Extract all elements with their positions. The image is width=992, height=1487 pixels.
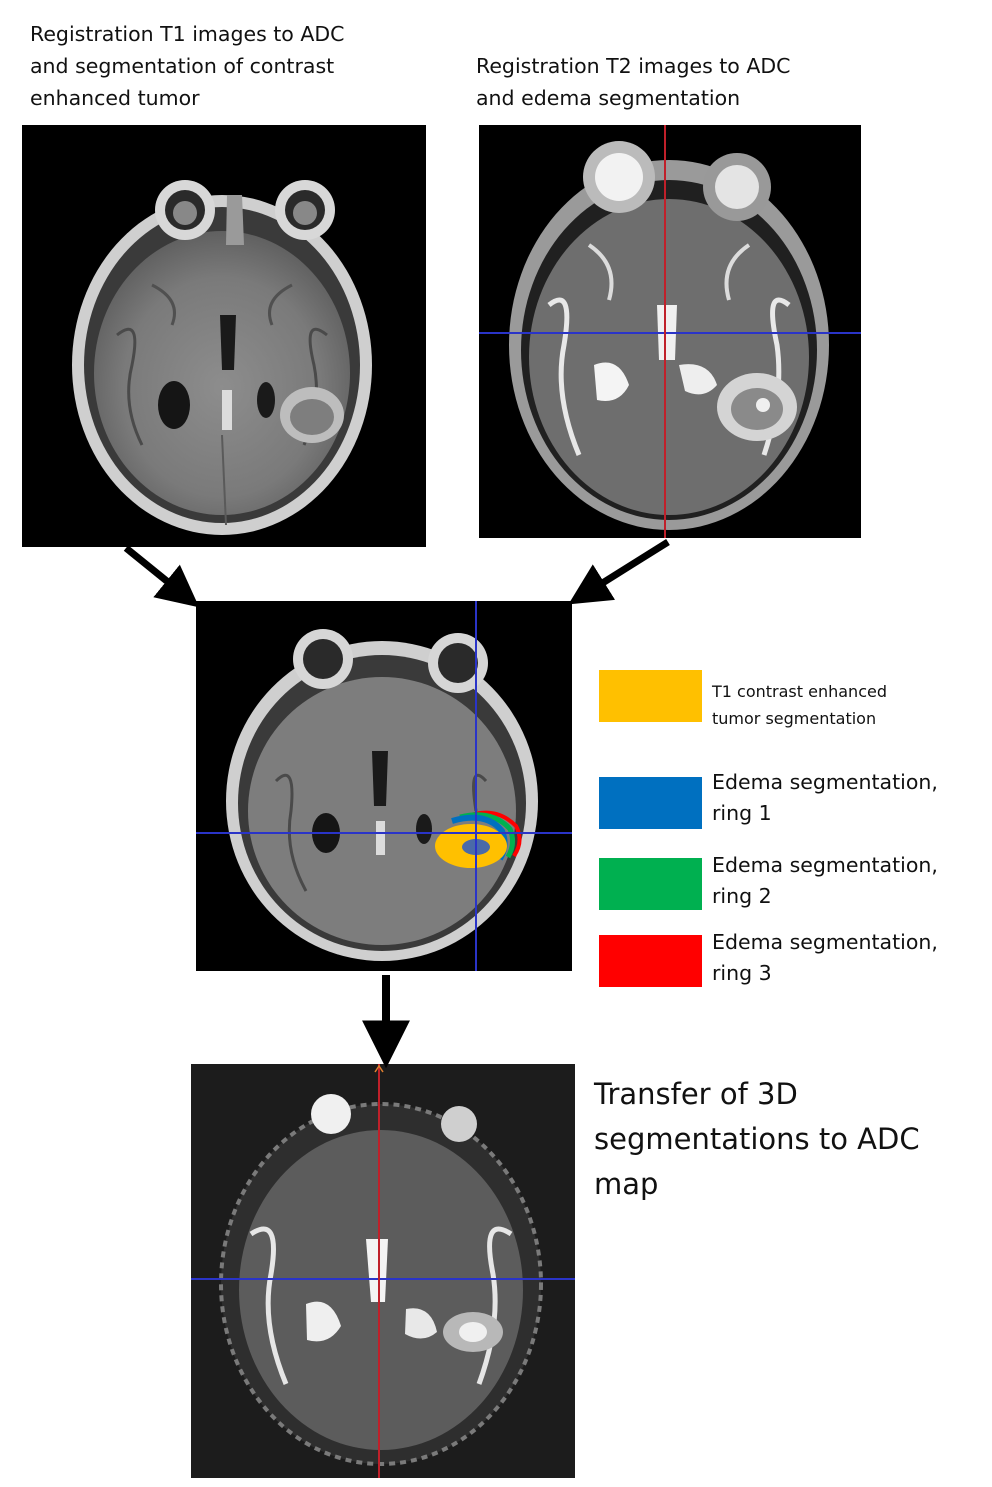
t1-registration-caption: Registration T1 images to ADC and segmen… — [30, 22, 345, 110]
t2-mri-image — [479, 125, 861, 538]
t2-registration-caption: Registration T2 images to ADC and edema … — [476, 54, 791, 110]
legend-label-tumor: T1 contrast enhanced tumor segmentation — [712, 682, 887, 728]
segmentation-overlay-image — [196, 601, 572, 971]
legend-label-ring-1: Edema segmentation, ring 1 — [712, 770, 938, 825]
legend-swatch-ring-1 — [599, 777, 702, 829]
t1-mri-image — [22, 125, 426, 547]
legend-swatch-ring-2 — [599, 858, 702, 910]
legend-label-ring-2: Edema segmentation, ring 2 — [712, 853, 938, 908]
legend-swatch-tumor — [599, 670, 702, 722]
arrow-icon — [123, 545, 200, 608]
legend-label-ring-3: Edema segmentation, ring 3 — [712, 930, 938, 985]
legend-swatch-ring-3 — [599, 935, 702, 987]
adc-transfer-caption: Transfer of 3D segmentations to ADC map — [594, 1077, 920, 1201]
adc-map-image — [191, 1064, 575, 1478]
arrow-icon — [568, 539, 670, 605]
